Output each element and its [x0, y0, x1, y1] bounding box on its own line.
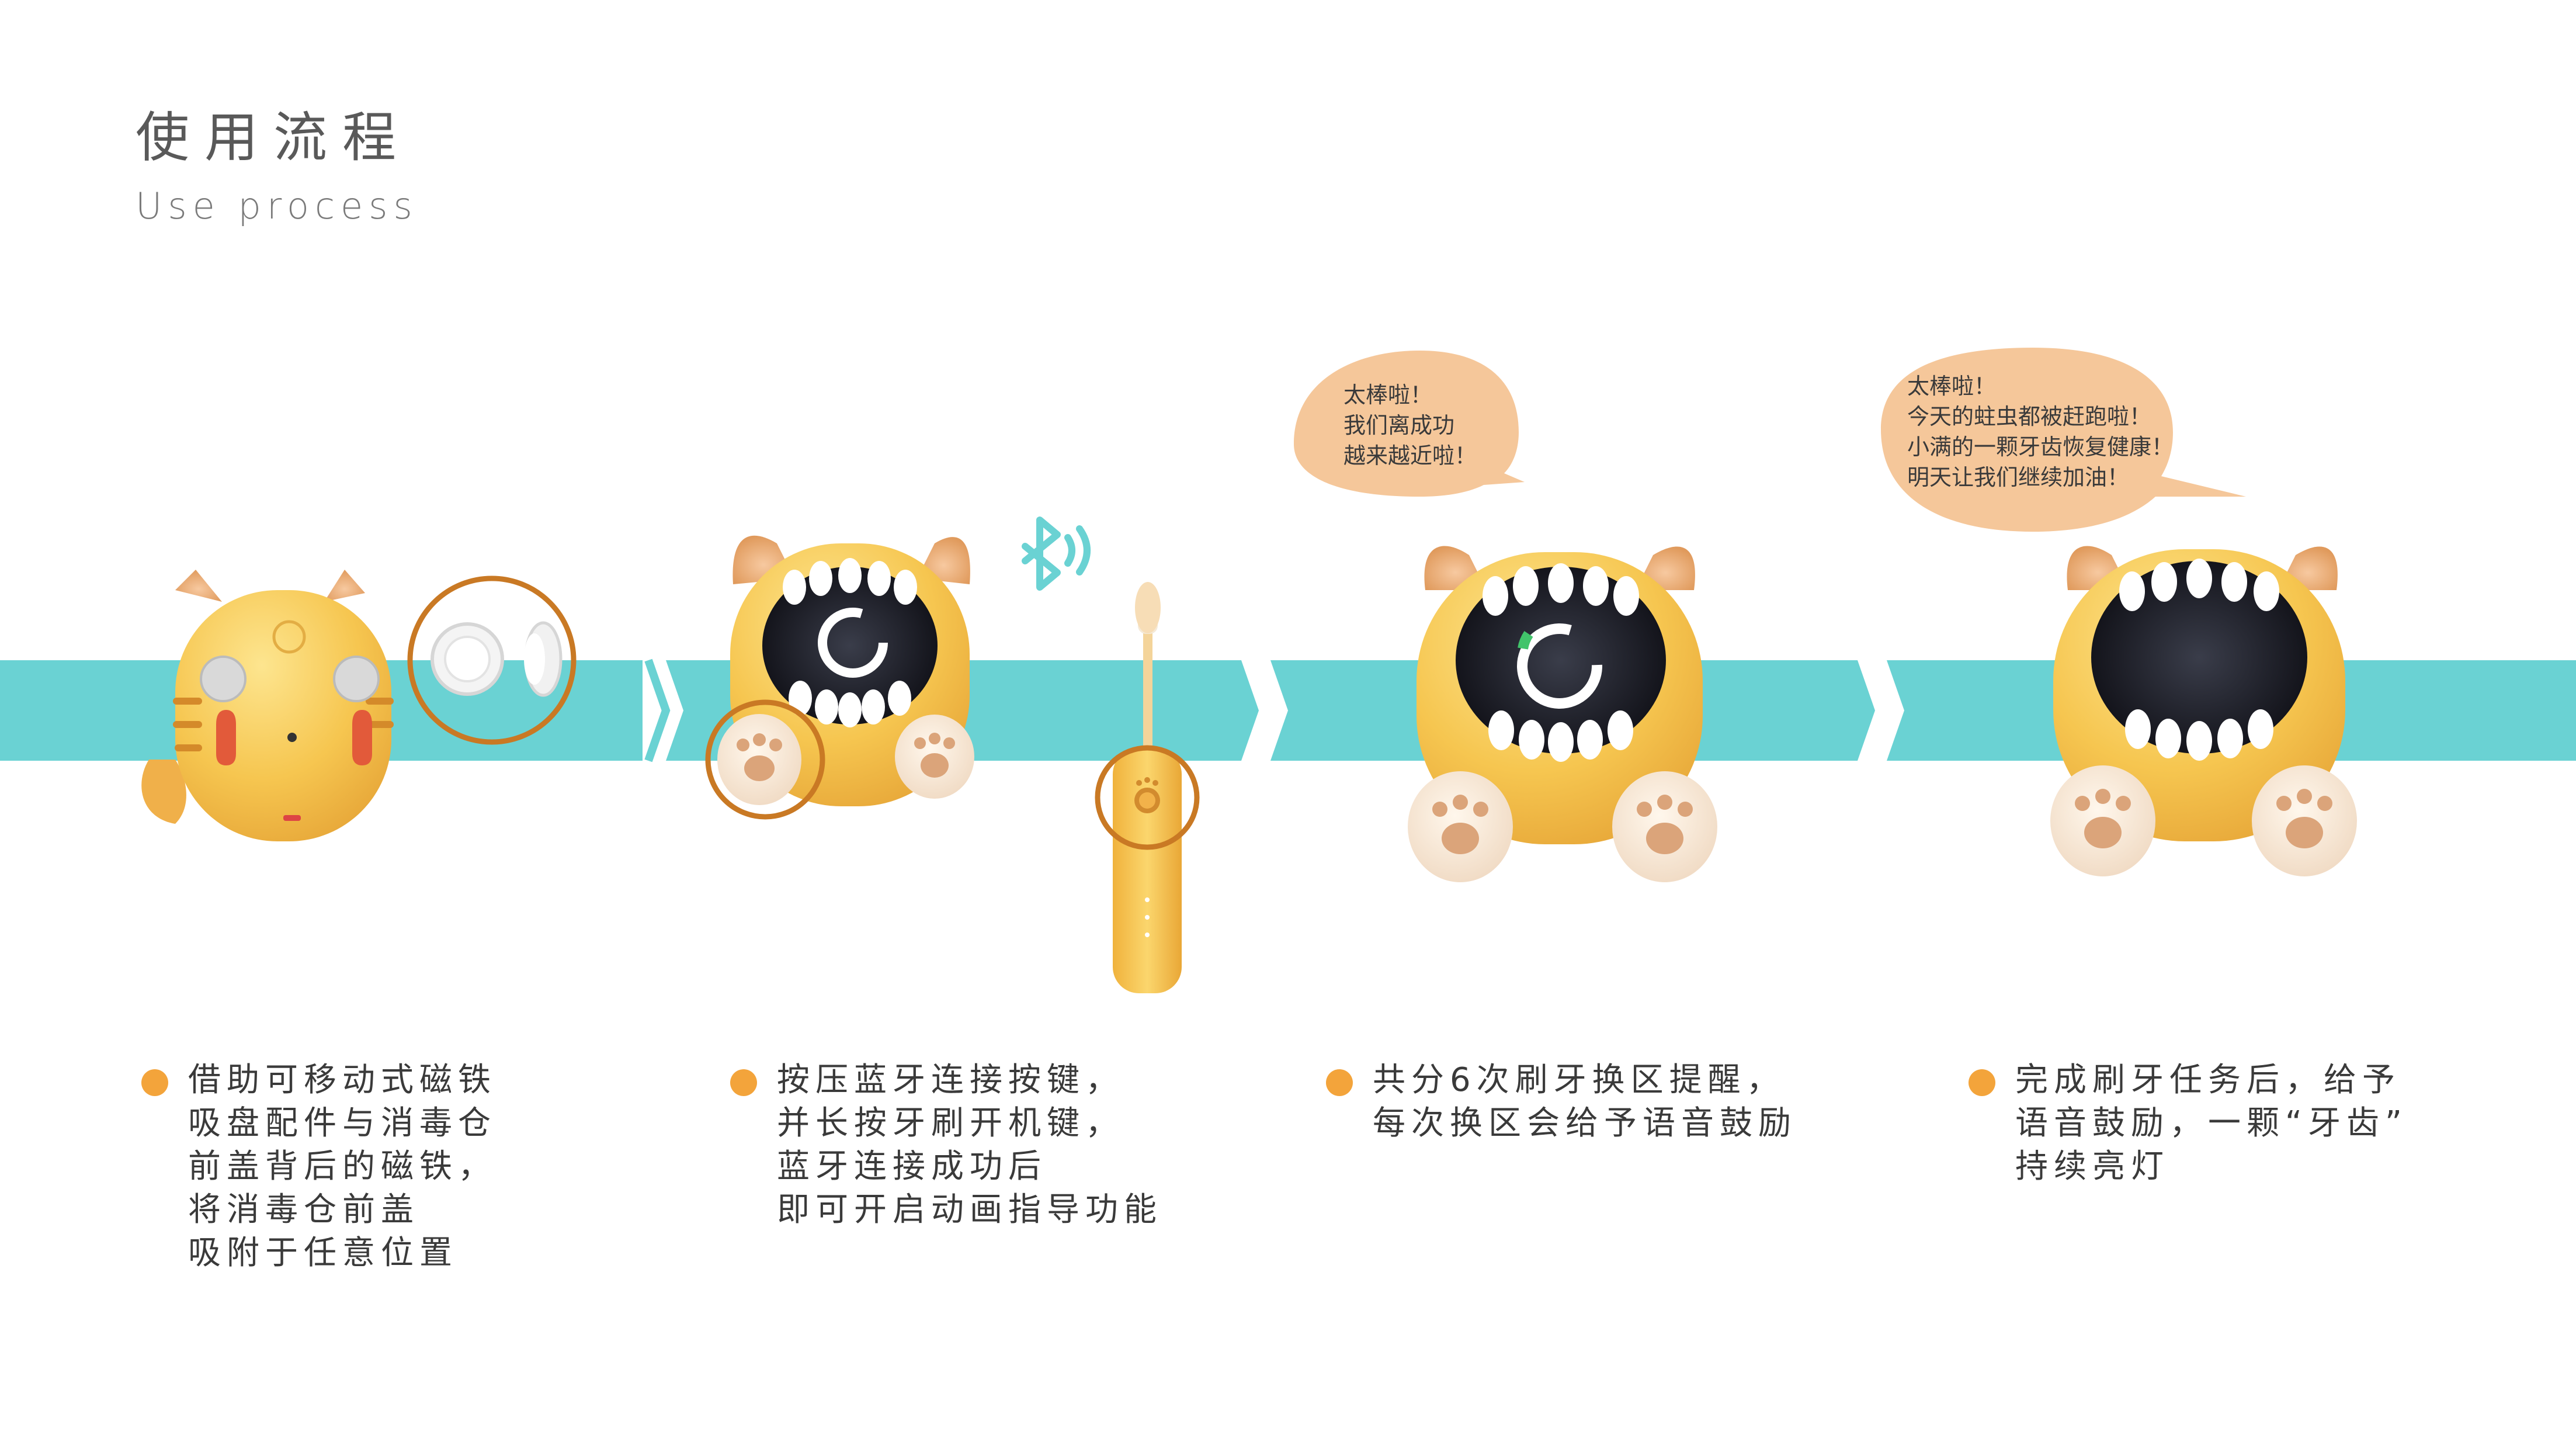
bubble-line: 太棒啦！: [1343, 382, 1433, 408]
page-title: 使用流程: [136, 106, 412, 169]
bullet-dot: [141, 1069, 168, 1096]
step-line: 语音鼓励，一颗“牙齿”: [2015, 1104, 2408, 1142]
step-3-description: 共分6次刷牙换区提醒， 每次换区会给予语音鼓励: [1326, 1059, 1797, 1145]
step-line: 共分6次刷牙换区提醒，: [1373, 1061, 1785, 1099]
step-line: 借助可移动式磁铁: [188, 1061, 497, 1099]
bubble-line: 小满的一颗牙齿恢复健康！: [1907, 434, 2174, 460]
bubble-line: 太棒啦！: [1907, 373, 1997, 399]
step-line: 按压蓝牙连接按键，: [777, 1061, 1124, 1099]
bullet-dot: [1969, 1069, 1995, 1096]
step-line: 每次换区会给予语音鼓励: [1373, 1104, 1797, 1142]
step-1-description: 借助可移动式磁铁 吸盘配件与消毒仓 前盖背后的磁铁， 将消毒仓前盖 吸附于任意位…: [141, 1059, 497, 1275]
speech-bubble-2-text: 太棒啦！ 今天的蛀虫都被赶跑啦！ 小满的一颗牙齿恢复健康！ 明天让我们继续加油！: [1907, 371, 2174, 493]
step-line: 吸附于任意位置: [188, 1234, 458, 1272]
cat-front-step3: [1408, 546, 1717, 882]
cat-back-unit: [141, 570, 394, 841]
step-line: 完成刷牙任务后，给予: [2015, 1061, 2401, 1099]
speech-bubble-1-text: 太棒啦！ 我们离成功 越来越近啦！: [1343, 380, 1477, 471]
cat-front-step2: [705, 535, 974, 820]
cat-front-step4: [2050, 546, 2357, 876]
toothbrush: [1095, 582, 1200, 993]
bubble-line: 明天让我们继续加油！: [1907, 464, 2130, 490]
step-line: 持续亮灯: [2015, 1148, 2169, 1185]
bullet-dot: [730, 1069, 757, 1096]
step-2-description: 按压蓝牙连接按键， 并长按牙刷开机键， 蓝牙连接成功后 即可开启动画指导功能: [730, 1059, 1162, 1232]
step-line: 将消毒仓前盖: [188, 1191, 419, 1229]
magnet-accessory: [407, 576, 577, 745]
step-line: 蓝牙连接成功后: [777, 1148, 1047, 1185]
bullet-dot: [1326, 1069, 1353, 1096]
speech-bubble-1: [1294, 351, 1525, 497]
step-line: 吸盘配件与消毒仓: [188, 1104, 497, 1142]
step-4-description: 完成刷牙任务后，给予 语音鼓励，一颗“牙齿” 持续亮灯: [1969, 1059, 2408, 1188]
bubble-line: 越来越近啦！: [1343, 443, 1477, 469]
page-subtitle: Use process: [136, 185, 418, 228]
speech-bubble-2: [1881, 348, 2246, 532]
bubble-line: 我们离成功: [1343, 412, 1455, 438]
page-header: 使用流程 Use process: [136, 108, 418, 227]
step-line: 即可开启动画指导功能: [777, 1191, 1162, 1229]
bubble-line: 今天的蛀虫都被赶跑啦！: [1907, 404, 2152, 429]
step-line: 并长按牙刷开机键，: [777, 1104, 1124, 1142]
step-line: 前盖背后的磁铁，: [188, 1148, 497, 1185]
bluetooth-icon: [1022, 516, 1091, 591]
